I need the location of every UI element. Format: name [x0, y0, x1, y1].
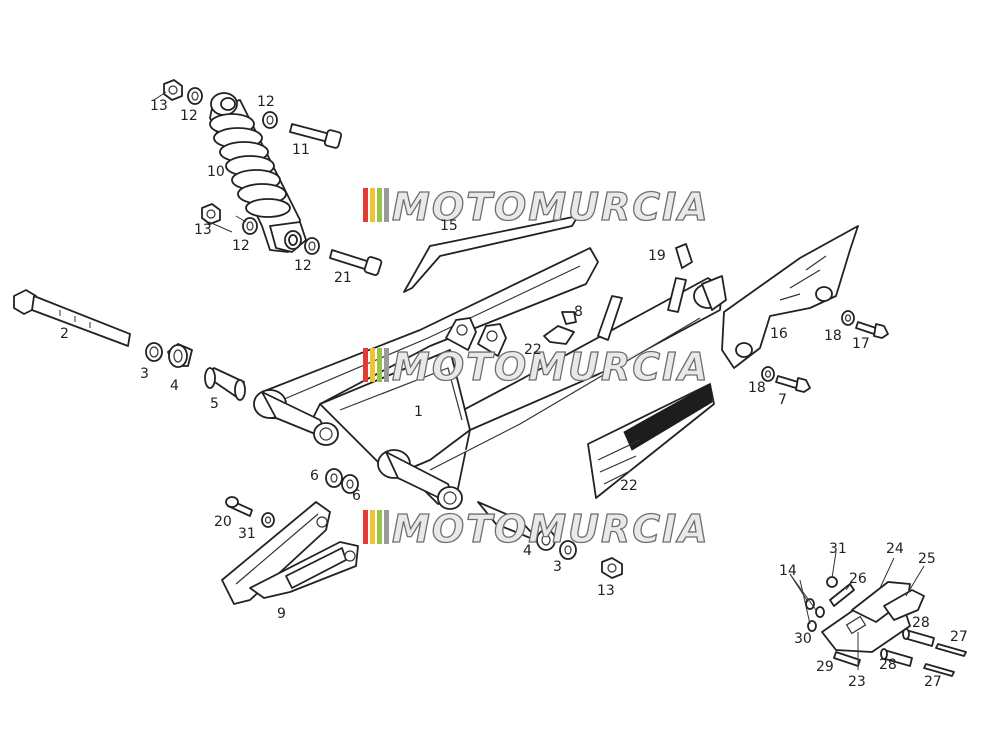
- watermark-text: MOTOMURCIA: [392, 507, 710, 551]
- bolt-27b: [923, 663, 955, 677]
- shock-hardware: [163, 79, 383, 276]
- callout-3: 3: [140, 366, 149, 382]
- watermark-bottom: MOTOMURCIA: [363, 506, 710, 552]
- screw-8: [561, 311, 577, 325]
- swing-arm: [253, 247, 727, 510]
- callout-13: 13: [150, 98, 168, 114]
- callout-22: 22: [620, 478, 638, 494]
- callout-28: 28: [912, 615, 930, 631]
- callout-18: 18: [748, 380, 766, 396]
- callout-21: 21: [334, 270, 352, 286]
- callout-6: 6: [352, 488, 361, 504]
- lower-hardware: [325, 468, 623, 579]
- callout-29: 29: [816, 659, 834, 675]
- bolt-7: [775, 375, 799, 389]
- callout-10: 10: [207, 164, 225, 180]
- callout-27: 27: [924, 674, 942, 690]
- callout-18: 18: [824, 328, 842, 344]
- callout-12: 12: [257, 94, 275, 110]
- callout-23: 23: [848, 674, 866, 690]
- callout-24: 24: [886, 541, 904, 557]
- callout-13: 13: [597, 583, 615, 599]
- callout-11: 11: [292, 142, 310, 158]
- guide-25: [883, 589, 925, 621]
- pivot-axle: [13, 289, 246, 401]
- callout-5: 5: [210, 396, 219, 412]
- callout-12: 12: [232, 238, 250, 254]
- callout-16: 16: [770, 326, 788, 342]
- bolt-27a: [935, 643, 967, 657]
- watermark-top: MOTOMURCIA: [363, 184, 710, 230]
- callout-19: 19: [648, 248, 666, 264]
- chain-slider: [221, 496, 359, 605]
- watermark-text: MOTOMURCIA: [392, 185, 710, 229]
- callout-12: 12: [294, 258, 312, 274]
- clamp-22: [543, 325, 575, 345]
- callout-15: 15: [440, 218, 458, 234]
- callout-labels: 13 12 12 11 10 13 12 12 21 15 19 8 22 2 …: [60, 94, 968, 690]
- callout-14: 14: [779, 563, 797, 579]
- leader-lines: [153, 91, 925, 670]
- callout-7: 7: [778, 392, 787, 408]
- callout-28: 28: [879, 657, 897, 673]
- watermark-middle: MOTOMURCIA: [363, 344, 710, 390]
- callout-20: 20: [214, 514, 232, 530]
- callout-17: 17: [852, 336, 870, 352]
- bolt-17: [855, 321, 877, 335]
- chain-guide-kit: [805, 576, 967, 677]
- shock-absorber: [209, 92, 307, 253]
- callout-22: 22: [524, 342, 542, 358]
- callout-8: 8: [574, 304, 583, 320]
- callout-25: 25: [918, 551, 936, 567]
- callout-12: 12: [180, 108, 198, 124]
- callout-31: 31: [829, 541, 847, 557]
- callout-4: 4: [523, 543, 532, 559]
- callout-2: 2: [60, 326, 69, 342]
- callout-30: 30: [794, 631, 812, 647]
- callout-1: 1: [414, 404, 423, 420]
- callout-6: 6: [310, 468, 319, 484]
- screw-29: [833, 651, 861, 667]
- callout-31: 31: [238, 526, 256, 542]
- callout-26: 26: [849, 571, 867, 587]
- callout-9: 9: [277, 606, 286, 622]
- watermark-text: MOTOMURCIA: [392, 345, 710, 389]
- clip-19: [675, 243, 693, 269]
- callout-3: 3: [553, 559, 562, 575]
- callout-13: 13: [194, 222, 212, 238]
- decal-15: [403, 215, 579, 293]
- chain-guard: [721, 225, 889, 393]
- callout-4: 4: [170, 378, 179, 394]
- callout-27: 27: [950, 629, 968, 645]
- bolt-26: [829, 583, 855, 607]
- decal-22: [587, 383, 715, 499]
